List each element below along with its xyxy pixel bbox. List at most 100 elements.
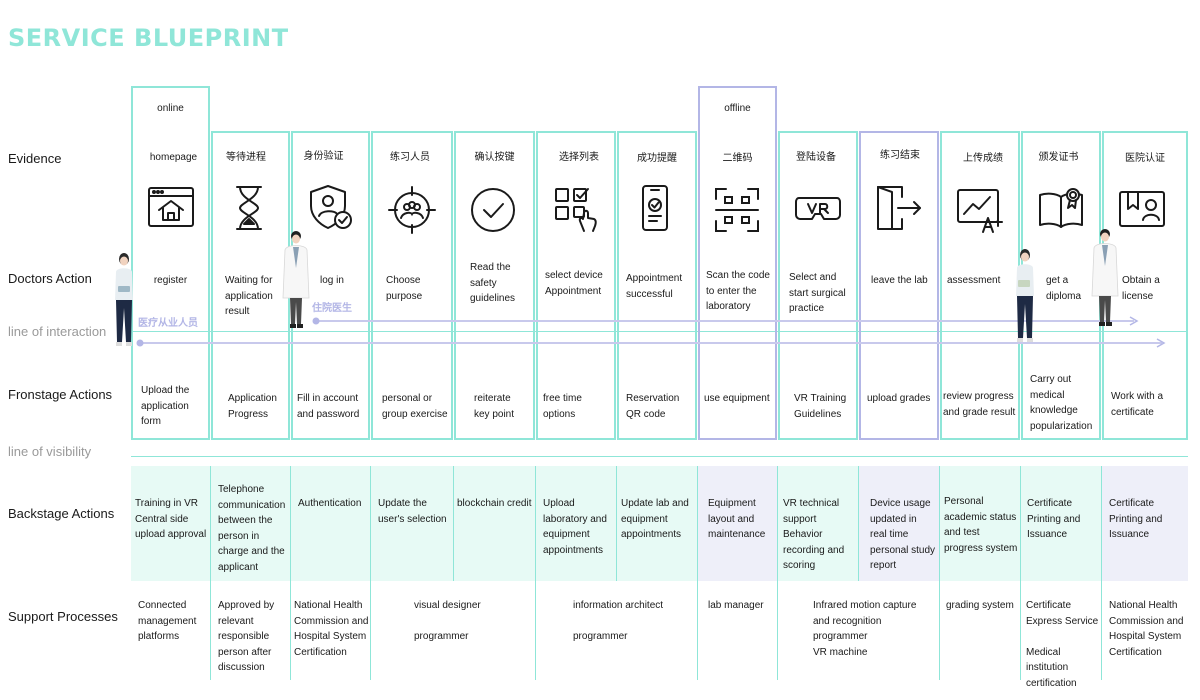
page-title: SERVICE BLUEPRINT	[8, 24, 289, 52]
backstage-cell	[1021, 466, 1101, 581]
evidence-label: 身份验证	[303, 151, 344, 162]
column-frame	[617, 131, 697, 440]
column-frame	[131, 86, 210, 440]
backstage-action: Certificate Printing and Issuance	[1109, 498, 1163, 540]
check-circle-icon	[468, 185, 518, 235]
doctors-action: Select and start surgical practice	[789, 272, 846, 314]
target-group-icon	[387, 185, 437, 235]
support-process: Approved by relevant responsible person …	[218, 600, 275, 673]
support-process: visual designer programmer	[414, 600, 481, 642]
frontstage-action: upload grades	[867, 393, 931, 404]
doctors-action: Choose purpose	[386, 275, 423, 302]
frontstage-action: personal or group exercise	[382, 393, 448, 420]
support-process: grading system	[946, 600, 1014, 611]
frontstage-action: reiterate key point	[474, 393, 515, 420]
shield-user-check-icon	[306, 183, 356, 233]
column-frame	[454, 131, 535, 440]
doctors-action: Appointment successful	[626, 273, 683, 300]
frontstage-action: free time options	[543, 393, 582, 420]
frontstage-action: review progress and grade result	[943, 391, 1016, 418]
select-grid-icon	[552, 185, 602, 235]
backstage-action: Equipment layout and maintenance	[708, 498, 766, 540]
frontstage-action: Work with a certificate	[1111, 391, 1164, 418]
row-label-doctors-action: Doctors Action	[8, 271, 92, 286]
row-label-line-of-visibility: line of visibility	[8, 444, 92, 459]
evidence-label: 医院认证	[1125, 153, 1165, 164]
row-label-support: Support Processes	[8, 609, 118, 624]
phone-check-icon	[630, 183, 680, 233]
doctors-action: Waiting for application result	[225, 275, 273, 317]
flow-start-dot-icon	[312, 317, 320, 325]
backstage-cell	[698, 466, 777, 581]
backstage-action: Device usage updated in real time person…	[870, 498, 936, 571]
id-badge-icon	[1117, 183, 1167, 233]
row-label-line-of-interaction: line of interaction	[8, 324, 107, 339]
female-doctor-figure	[1016, 249, 1034, 342]
backstage-action: Certificate Printing and Issuance	[1027, 498, 1081, 540]
doctors-action: assessment	[947, 275, 1001, 286]
backstage-action: Upload laboratory and equipment appointm…	[543, 498, 607, 556]
house-browser-icon	[146, 183, 196, 233]
evidence-label: 成功提醒	[637, 153, 677, 164]
flow-line-resident	[316, 320, 1134, 322]
evidence-label: homepage	[149, 152, 198, 163]
doctors-action: get a diploma	[1046, 275, 1082, 302]
support-process: Connected management platforms	[138, 600, 197, 642]
backstage-cell	[131, 466, 210, 581]
evidence-label: 颁发证书	[1038, 152, 1079, 163]
phase-offline: offline	[724, 103, 751, 114]
backstage-cell	[211, 466, 290, 581]
backstage-action: Telephone communication between the pers…	[218, 484, 286, 573]
frontstage-action: VR Training Guidelines	[794, 393, 847, 420]
backstage-cell	[778, 466, 858, 581]
frontstage-action: use equipment	[704, 393, 770, 404]
flow-start-dot-icon	[136, 339, 144, 347]
column-frame	[698, 86, 777, 440]
phase-online: online	[157, 103, 184, 114]
evidence-label: 选择列表	[559, 152, 599, 163]
backstage-cell	[617, 466, 697, 581]
flow-arrow-icon	[1129, 316, 1139, 326]
flow-arrow-icon	[1156, 338, 1166, 348]
male-doctor-figure	[282, 231, 310, 328]
backstage-cell	[940, 466, 1020, 581]
backstage-cell	[454, 466, 535, 581]
support-process: information architect programmer	[573, 600, 664, 642]
evidence-label: 确认按键	[474, 152, 515, 163]
frontstage-action: Fill in account and password	[297, 393, 360, 420]
support-process: Certificate Express Service Medical inst…	[1026, 600, 1099, 689]
evidence-label: 登陆设备	[796, 152, 836, 163]
backstage-action: Personal academic status and test progre…	[944, 496, 1018, 554]
tag-resident: 住院医生	[312, 303, 352, 314]
doctors-action: select device Appointment	[545, 270, 603, 297]
frontstage-action: Upload the application form	[141, 385, 190, 427]
support-process: Infrared motion capture and recognition …	[813, 600, 917, 658]
book-award-icon	[1036, 183, 1086, 233]
doctors-action: Obtain a license	[1122, 275, 1160, 302]
backstage-cell	[859, 466, 939, 581]
frontstage-action: Reservation QR code	[626, 393, 680, 420]
row-label-evidence: Evidence	[8, 151, 62, 166]
backstage-cell	[1102, 466, 1188, 581]
female-doctor-figure	[115, 253, 133, 346]
backstage-action: Update lab and equipment appointments	[621, 498, 689, 540]
line-of-visibility	[131, 456, 1188, 457]
exit-door-icon	[874, 183, 924, 233]
evidence-label: 练习结束	[880, 150, 920, 161]
evidence-label: 等待进程	[226, 152, 266, 163]
column-frame	[371, 131, 453, 440]
doctors-action: Read the safety guidelines	[470, 262, 516, 304]
backstage-action: VR technical support Behavior recording …	[783, 498, 845, 571]
line-of-interaction	[131, 331, 1188, 332]
chart-grade-icon	[955, 185, 1005, 235]
hourglass-icon	[224, 183, 274, 233]
row-label-backstage: Backstage Actions	[8, 506, 115, 521]
backstage-cell	[291, 466, 370, 581]
support-process: lab manager	[708, 600, 764, 611]
backstage-cell	[536, 466, 616, 581]
qr-scan-icon	[712, 185, 762, 235]
column-frame	[536, 131, 616, 440]
backstage-action: blockchain credit	[457, 498, 532, 509]
vr-headset-icon	[793, 183, 843, 233]
evidence-label: 上传成绩	[963, 153, 1003, 164]
